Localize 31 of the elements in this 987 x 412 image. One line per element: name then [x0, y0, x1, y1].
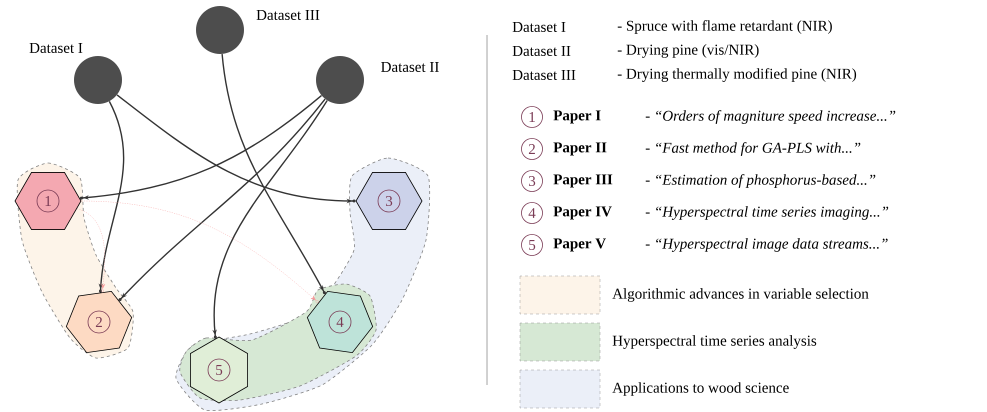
node-label: Dataset III: [256, 10, 320, 20]
arrow: [221, 54, 326, 294]
paper-name: Paper II: [553, 142, 606, 156]
dataset-description: - Drying pine (vis/NIR): [618, 44, 759, 58]
paper-hexagon: 3: [356, 172, 422, 230]
dataset-description: - Spruce with flame retardant (NIR): [618, 20, 832, 34]
paper-name: Paper IV: [553, 206, 612, 220]
dataset-description: Dataset II: [512, 46, 570, 56]
paper-title: - “Estimation of phosphorus-based...”: [646, 174, 876, 188]
dataset-description: Dataset I: [512, 22, 566, 32]
arrow: [80, 95, 322, 200]
paper-hexagon: 4: [306, 290, 374, 354]
legend-text: Applications to wood science: [612, 382, 789, 396]
legend-text: Hyperspectral time series analysis: [612, 335, 816, 349]
paper-name: Paper V: [553, 238, 606, 252]
node-label: Dataset II: [381, 62, 439, 72]
paper-title: - “Orders of magniture speed increase...”: [646, 110, 896, 124]
node-label: Dataset I: [30, 43, 82, 53]
paper-name: Paper III: [553, 174, 612, 188]
legend-text: Algorithmic advances in variable selection: [612, 288, 869, 302]
paper-title: - “Fast method for GA-PLS with...”: [646, 142, 860, 156]
paper-hexagon: 1: [14, 172, 82, 230]
dataset-description: Dataset III: [512, 70, 576, 80]
arrow: [118, 98, 326, 302]
paper-hexagon: 5: [190, 336, 248, 404]
arrow: [76, 208, 106, 292]
arrow: [81, 200, 319, 304]
paper-title: - “Hyperspectral image data streams...”: [646, 238, 888, 252]
paper-name: Paper I: [553, 110, 601, 124]
paper-title: - “Hyperspectral time series imaging...”: [646, 206, 888, 220]
dataset-description: - Drying thermally modified pine (NIR): [618, 68, 856, 82]
